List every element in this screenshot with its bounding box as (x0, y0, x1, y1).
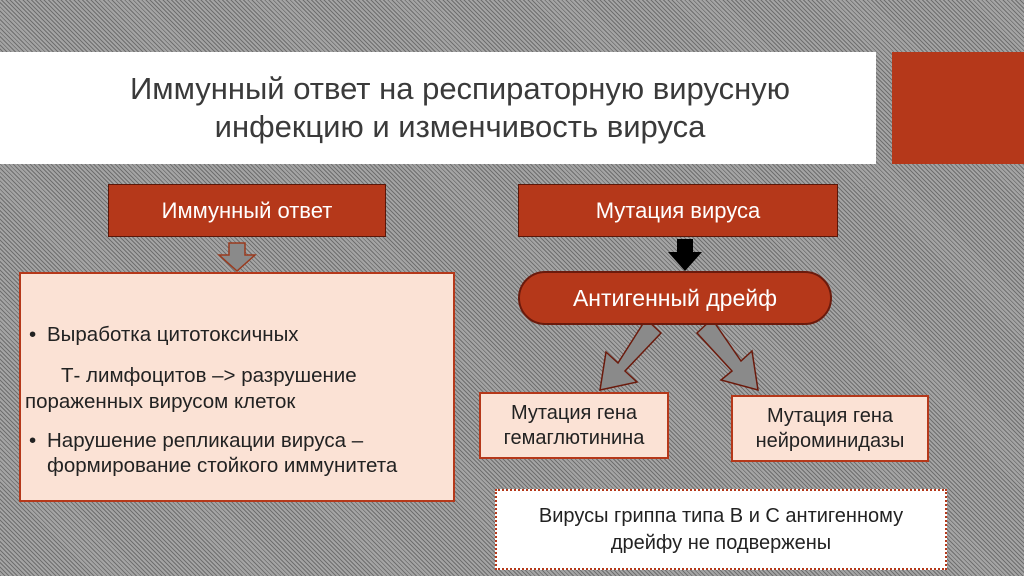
bullet-2-line-2: формирование стойкого иммунитета (47, 454, 398, 477)
gene2-line-1: Мутация гена (766, 404, 894, 427)
title-line-2: инфекцию и изменчивость вируса (214, 109, 706, 144)
gene2-line-2: нейроминидазы (755, 429, 905, 452)
gray-down-arrow (217, 242, 257, 273)
gray-diagonal-arrow-right (695, 317, 759, 392)
title-line-1: Иммунный ответ на респираторную вирусную (130, 71, 790, 106)
black-down-arrow (668, 239, 702, 271)
virus-mutation-header: Мутация вируса (518, 184, 838, 237)
hemagglutinin-gene-box: Мутация гена гемаглютинина (479, 392, 669, 459)
note-line-2: дрейфу не подвержены (610, 531, 832, 554)
virus-mutation-label: Мутация вируса (595, 197, 761, 223)
bullet-2: • Нарушение репликации вируса – формиров… (29, 428, 397, 478)
gene1-line-1: Мутация гена (510, 401, 638, 424)
slide-title: Иммунный ответ на респираторную вирусную… (60, 70, 860, 146)
bullet-1: • Выработка цитотоксичных (29, 322, 299, 347)
bullet-1-line-3: пораженных вирусом клеток (25, 390, 296, 413)
bullet-1-line-1: Выработка цитотоксичных (47, 323, 299, 346)
bullet-dot-icon: • (29, 323, 37, 346)
accent-square (892, 52, 1024, 164)
neuraminidase-gene-box: Мутация гена нейроминидазы (731, 395, 929, 462)
immune-response-details: • Выработка цитотоксичных Т- лимфоцитов … (19, 272, 455, 502)
gene1-line-2: гемаглютинина (503, 426, 645, 449)
gray-diagonal-arrow-left (599, 317, 663, 391)
bullet-1-line-2: Т- лимфоцитов –> разрушение (61, 364, 357, 387)
bullet-2-line-1: Нарушение репликации вируса – (47, 429, 364, 452)
immune-response-label: Иммунный ответ (161, 197, 333, 223)
antigenic-drift-pill: Антигенный дрейф (518, 271, 832, 325)
bullet-dot-icon: • (29, 429, 37, 452)
immune-response-header: Иммунный ответ (108, 184, 386, 237)
bullet-1-cont-2: пораженных вирусом клеток (25, 388, 295, 415)
title-band (0, 52, 876, 164)
note-line-1: Вирусы гриппа типа В и С антигенному (538, 504, 904, 527)
bullet-1-cont-1: Т- лимфоцитов –> разрушение (25, 362, 357, 389)
antigenic-drift-label: Антигенный дрейф (572, 284, 778, 311)
influenza-note-box: Вирусы гриппа типа В и С антигенному дре… (495, 489, 947, 570)
